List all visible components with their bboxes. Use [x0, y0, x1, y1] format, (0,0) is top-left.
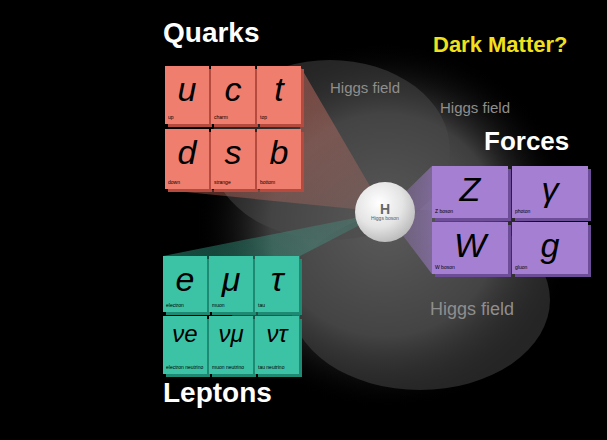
particle-name: electron neutrino	[166, 365, 204, 371]
particle-tile: W W boson	[432, 222, 508, 274]
group-heading: Quarks	[163, 18, 260, 49]
particle-name: photon	[515, 209, 585, 215]
particle-symbol: μ	[212, 258, 250, 296]
group-heading: Forces	[484, 127, 569, 156]
particle-tile: s strange	[211, 129, 255, 189]
watermark: Higgs field	[440, 100, 510, 117]
particle-name: charm	[214, 115, 252, 121]
particle-symbol: d	[168, 131, 206, 169]
particle-symbol: H	[380, 202, 390, 216]
particle-tile: u up	[165, 66, 209, 124]
higgs-circle: HHiggs boson	[355, 182, 415, 242]
particle-name: down	[168, 180, 206, 186]
group-heading: Leptons	[163, 378, 272, 409]
particle-name: Z boson	[435, 209, 505, 215]
particle-symbol: W	[435, 224, 505, 262]
particle-tile: e electron	[163, 256, 207, 312]
particle-tile: γ photon	[512, 166, 588, 218]
particle-name: tau neutrino	[258, 365, 296, 371]
particle-symbol: b	[260, 131, 298, 169]
particle-tile: g gluon	[512, 222, 588, 274]
particle-tile: τ tau	[255, 256, 299, 312]
particle-symbol: Z	[435, 168, 505, 206]
particle-symbol: τ	[258, 258, 296, 296]
particle-symbol: γ	[515, 168, 585, 206]
question-note: Dark Matter?	[433, 33, 567, 57]
watermark: Higgs field	[330, 80, 400, 97]
particle-name: W boson	[435, 265, 505, 271]
particle-tile: ντ tau neutrino	[255, 316, 299, 374]
particle-name: up	[168, 115, 206, 121]
particle-tile: Z Z boson	[432, 166, 508, 218]
particle-tile: νμ muon neutrino	[209, 316, 253, 374]
coupling-beam	[163, 212, 385, 374]
particle-symbol: g	[515, 224, 585, 262]
particle-tile: c charm	[211, 66, 255, 124]
particle-name: gluon	[515, 265, 585, 271]
particle-symbol: t	[260, 68, 298, 106]
particle-symbol: νe	[166, 318, 204, 346]
particle-symbol: s	[214, 131, 252, 169]
particle-tile: t top	[257, 66, 301, 124]
particle-tile: νe electron neutrino	[163, 316, 207, 374]
particle-tile: b bottom	[257, 129, 301, 189]
particle-name: strange	[214, 180, 252, 186]
particle-symbol: e	[166, 258, 204, 296]
particle-symbol: ντ	[258, 318, 296, 346]
particle-symbol: c	[214, 68, 252, 106]
particle-name: tau	[258, 303, 296, 309]
watermark: Higgs field	[430, 300, 514, 320]
particle-name: bottom	[260, 180, 298, 186]
particle-name: top	[260, 115, 298, 121]
particle-symbol: u	[168, 68, 206, 106]
particle-name: muon	[212, 303, 250, 309]
particle-name: Higgs boson	[371, 216, 399, 222]
particle-tile: μ muon	[209, 256, 253, 312]
particle-tile: d down	[165, 129, 209, 189]
particle-name: electron	[166, 303, 204, 309]
particle-symbol: νμ	[212, 318, 250, 346]
particle-name: muon neutrino	[212, 365, 250, 371]
